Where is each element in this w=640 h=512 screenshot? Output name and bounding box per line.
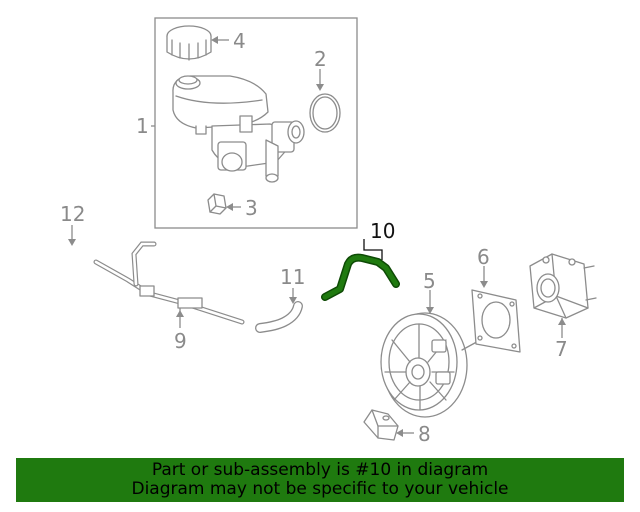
callout-12: 12	[60, 202, 85, 226]
info-banner: Part or sub-assembly is #10 in diagram D…	[16, 458, 624, 502]
callout-8: 8	[418, 422, 431, 446]
callout-4: 4	[233, 29, 246, 53]
callout-11: 11	[280, 265, 305, 289]
o-ring-part[interactable]	[309, 93, 341, 133]
vacuum-pipe-9-part[interactable]	[93, 241, 245, 325]
callout-9: 9	[174, 329, 187, 353]
callout-10: 10	[370, 219, 395, 243]
reservoir-cap-part[interactable]	[166, 25, 212, 61]
assembly-box	[154, 17, 358, 229]
leader-lines	[68, 36, 566, 437]
banner-line-2: Diagram may not be specific to your vehi…	[131, 479, 509, 499]
hose-11-part[interactable]	[255, 301, 303, 333]
callout-5: 5	[423, 269, 436, 293]
callout-7: 7	[555, 337, 568, 361]
parts-diagram: 4 2 1 3 12 9 11 10 5 6 7 8	[48, 17, 597, 446]
master-cylinder-part[interactable]	[172, 75, 305, 183]
callout-labels: 4 2 1 3 12 9 11 10 5 6 7 8	[60, 29, 568, 446]
banner-line-1: Part or sub-assembly is #10 in diagram	[151, 460, 489, 480]
hose-10-part-highlighted[interactable]	[321, 253, 400, 301]
callout-3: 3	[245, 196, 258, 220]
grommet-part[interactable]	[207, 193, 227, 215]
master-cylinder-assembly-group	[154, 17, 358, 229]
callout-1: 1	[136, 114, 149, 138]
gasket-part[interactable]	[471, 289, 521, 353]
callout-6: 6	[477, 245, 490, 269]
hose-12-part[interactable]	[48, 249, 77, 319]
brake-booster-part[interactable]	[380, 312, 489, 418]
bracket-part[interactable]	[363, 409, 399, 441]
spacer-part[interactable]	[529, 253, 597, 319]
callout-2: 2	[314, 47, 327, 71]
